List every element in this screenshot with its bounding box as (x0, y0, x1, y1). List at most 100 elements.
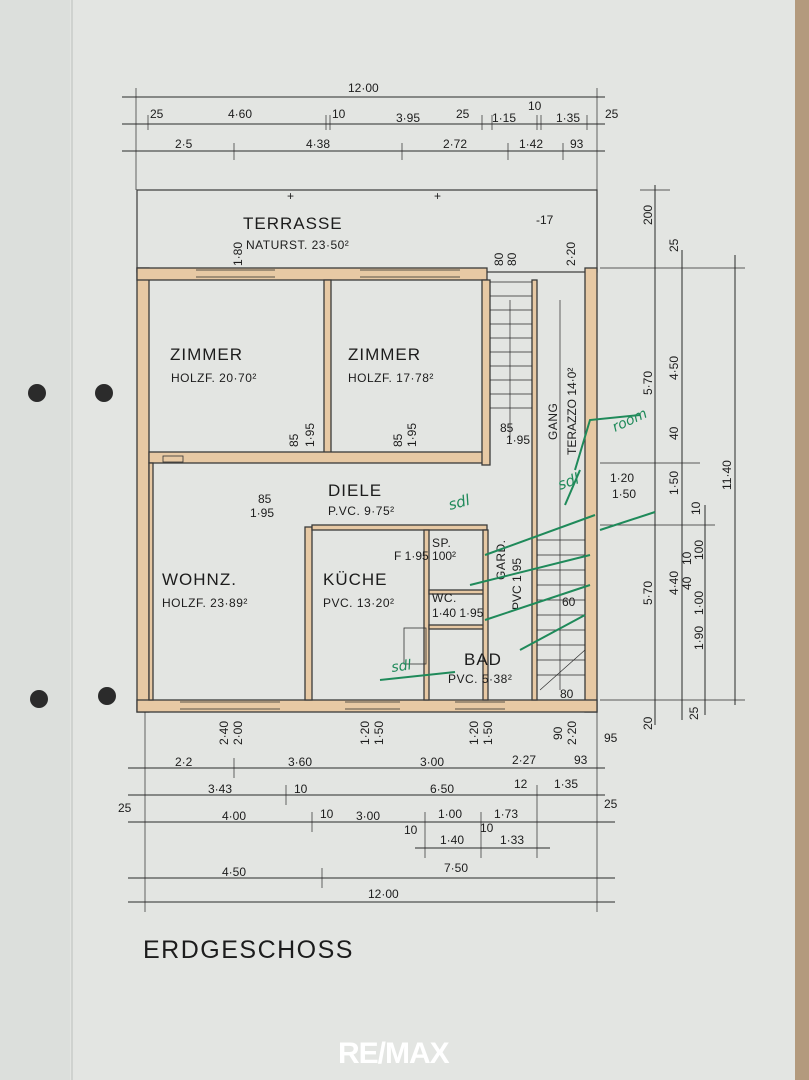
dim-bot-r2-3: 3·00 (356, 809, 380, 823)
dim-top-r1-3: 3·95 (396, 111, 420, 125)
green-note-3: room (610, 406, 650, 436)
dim-right-17: 20 (641, 716, 655, 730)
room-gard-name: GARD. (494, 539, 508, 580)
dim-right-11: 10 (680, 551, 694, 565)
dim-top-r1-1: 4·60 (228, 107, 252, 121)
room-gang-area: TERAZZO 14·0² (565, 368, 579, 455)
dim-top-r1-7: 1·35 (556, 111, 580, 125)
room-sp-name: SP. (432, 536, 451, 550)
dim-right-14: 1·00 (692, 591, 706, 615)
dim-right-16: 25 (687, 706, 701, 720)
green-note-0: sdl (446, 491, 472, 514)
open-19: 2·20 (565, 721, 579, 745)
dim-bot-r1-0: 3·43 (208, 782, 232, 796)
dim-bot-r1-2: 6·50 (430, 782, 454, 796)
dim-top-r2-4: 93 (570, 137, 584, 151)
top-dimension-lines (122, 88, 605, 190)
dim-bot-r2-0: 25 (118, 801, 132, 815)
staircase (490, 281, 586, 691)
dim-bot-r3-3: 1·33 (500, 833, 524, 847)
room-zimmer2-area: HOLZF. 17·78² (348, 371, 434, 385)
dim-bot-r0-1: 3·60 (288, 755, 312, 769)
dim-right-5: 1·50 (667, 471, 681, 495)
punch-hole-icon (95, 384, 113, 402)
room-zimmer2-name: ZIMMER (348, 345, 421, 364)
dim-bot-r2-1: 4·00 (222, 809, 246, 823)
open-21: 60 (562, 595, 576, 609)
dim-bot-r3-1: 1·40 (440, 833, 464, 847)
building-walls (136, 189, 598, 713)
dim-top-r2-0: 2·5 (175, 137, 193, 151)
dim-bot-r2-5: 1·73 (494, 807, 518, 821)
open-6: 85 (391, 433, 405, 447)
room-zimmer1-area: HOLZF. 20·70² (171, 371, 257, 385)
open-15: 1·50 (372, 721, 386, 745)
room-terrasse-name: TERRASSE (243, 214, 343, 233)
open-3: 2·20 (564, 242, 578, 266)
dim-right-0: 200 (641, 205, 655, 225)
room-zimmer1-name: ZIMMER (170, 345, 243, 364)
green-note-2: sdl (390, 657, 412, 676)
open-18: 90 (551, 726, 565, 740)
room-gard-area: PVC 1·95 (510, 558, 524, 610)
right-dimension-lines (600, 185, 745, 725)
dim-right-7: 1·50 (612, 487, 636, 501)
open-2: 80 (505, 252, 519, 266)
open-7: 1·95 (405, 423, 419, 447)
dim-right-1: 25 (667, 238, 681, 252)
dim-right-13: 100 (692, 540, 706, 560)
punch-hole-icon (30, 690, 48, 708)
dim-bot-r3-0: 10 (404, 823, 418, 837)
dim-top-r1-6: 10 (528, 99, 542, 113)
dim-right-15: 1·90 (692, 626, 706, 650)
open-5: 1·95 (303, 423, 317, 447)
window-marks (162, 269, 505, 710)
dim-bot-r0-4: 93 (574, 753, 588, 767)
dim-bot-r0-2: 3·00 (420, 755, 444, 769)
room-diele-name: DIELE (328, 481, 382, 500)
room-sp-area: F 1·95 100² (394, 549, 456, 563)
room-wohnz-name: WOHNZ. (162, 570, 237, 589)
dim-bot-r1-1: 10 (294, 782, 308, 796)
dim-right-8: 10 (689, 501, 703, 515)
dim-top-r2-3: 1·42 (519, 137, 543, 151)
dim-bot-overall: 12·00 (368, 887, 399, 901)
dim-bot-r2-6: 25 (604, 797, 618, 811)
open-20: 80 (560, 687, 574, 701)
open-8: 85 (500, 421, 514, 435)
open-13: 2·00 (231, 721, 245, 745)
dim-bot-r4-1: 7·50 (444, 861, 468, 875)
punch-hole-icon (98, 687, 116, 705)
dim-right-12: 40 (680, 576, 694, 590)
dim-right-6: 1·20 (610, 471, 634, 485)
room-terrasse-area: NATURST. 23·50² (246, 238, 349, 252)
open-0: 1·80 (231, 242, 245, 266)
open-16: 1·20 (467, 721, 481, 745)
room-wc-name: WC. (432, 591, 457, 605)
dim-right-18: 11·40 (720, 460, 734, 490)
arrow-mark-icon: -17 (536, 213, 554, 227)
room-wohnz-area: HOLZF. 23·89² (162, 596, 248, 610)
dim-right-10: 4·40 (667, 571, 681, 595)
dim-bot-r2-2: 10 (320, 807, 334, 821)
dim-right-9: 5·70 (641, 581, 655, 605)
open-12: 2·40 (217, 721, 231, 745)
open-17: 1·50 (481, 721, 495, 745)
open-10: 85 (258, 492, 272, 506)
room-wc-area: 1·40 1·95 (432, 606, 484, 620)
dim-top-r1-5: 1·15 (492, 111, 516, 125)
dim-top-r1-4: 25 (456, 107, 470, 121)
room-kueche-name: KÜCHE (323, 570, 388, 589)
dim-right-2: 4·50 (667, 356, 681, 380)
dim-bot-r1-4: 1·35 (554, 777, 578, 791)
open-14: 1·20 (358, 721, 372, 745)
open-9: 1·95 (506, 433, 530, 447)
dim-top-r1-2: 10 (332, 107, 346, 121)
plus-mark-icon: + (434, 189, 441, 203)
room-diele-area: P.VC. 9·75² (328, 504, 395, 518)
dim-bot-r2-4: 1·00 (438, 807, 462, 821)
room-bad-name: BAD (464, 650, 502, 669)
room-kueche-area: PVC. 13·20² (323, 596, 395, 610)
